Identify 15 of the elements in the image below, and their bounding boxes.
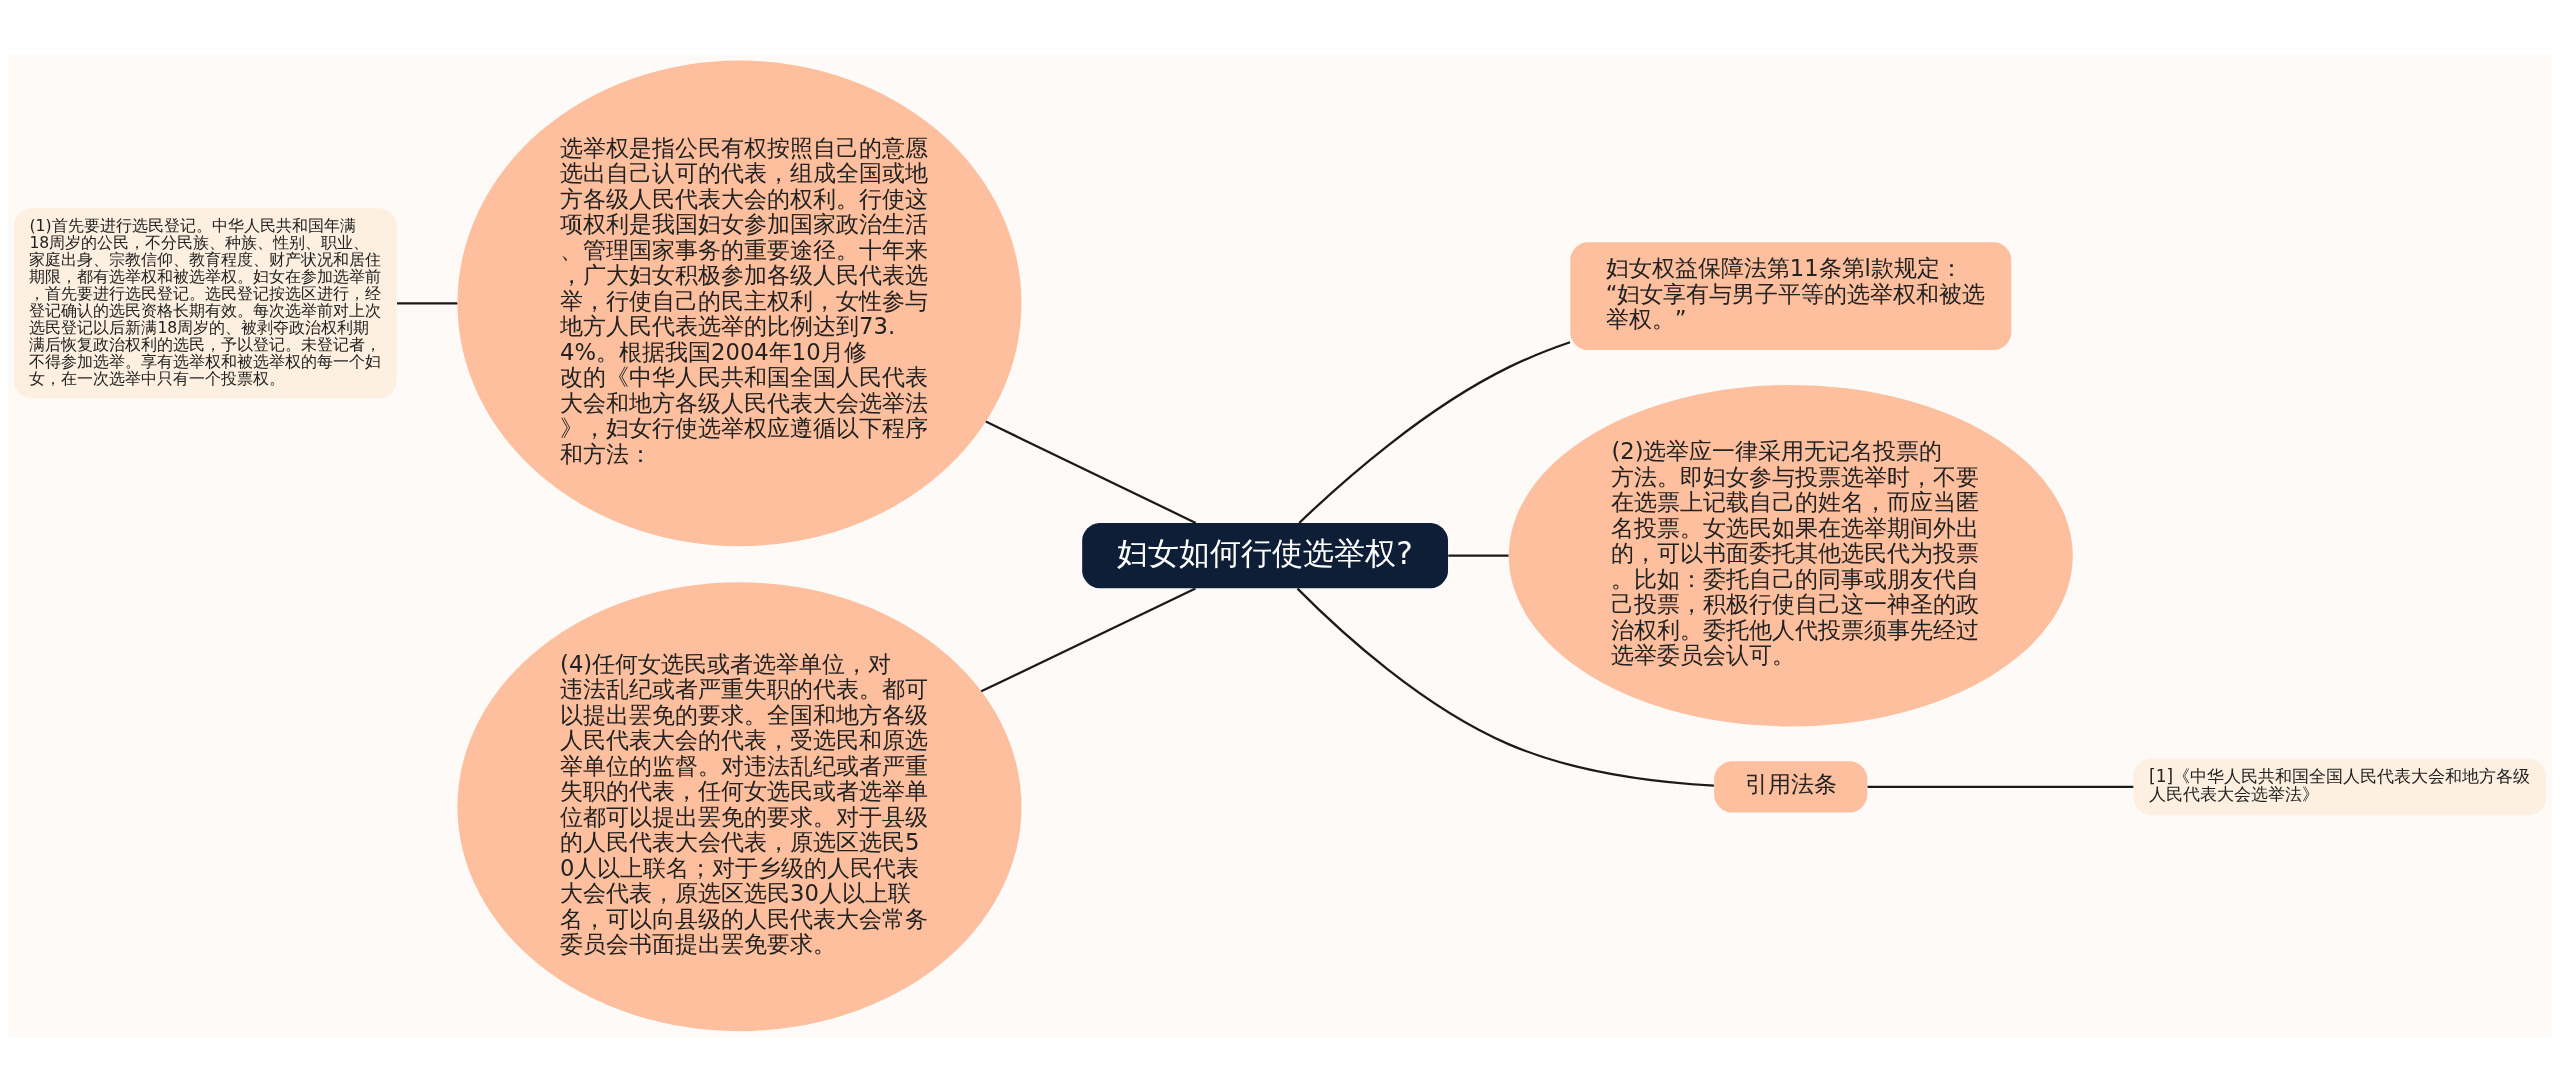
connector bbox=[1296, 587, 1714, 787]
connector bbox=[1867, 785, 2134, 788]
node-box: [1]《中华人民共和国全国人民代表大会和地方各级人民代表大会选举法》 bbox=[2133, 758, 2547, 815]
connector bbox=[980, 586, 1196, 692]
connector bbox=[985, 420, 1197, 524]
node-box: 引用法条 bbox=[1714, 760, 1868, 812]
connector bbox=[1298, 340, 1571, 524]
node-ellipse: (4)任何女选民或者选举单位，对违法乱纪或者严重失职的代表。都可以提出罢免的要求。全国和地方各级人民代表大会的代表，受选民和原选举单位的监督。对违法乱纪或者严重失职的代表，任何女选民或者选举单位都可以提出罢免的要求。对于县级的人民代表大会代表，原选区选民50人以上联名；对于乡级的人民代表大会代表，原选区选民30人以上联名，可以向县级的人民代表大会常务委员会书面提出罢免要求。 bbox=[457, 581, 1022, 1031]
node-ellipse: 选举权是指公民有权按照自己的意愿选出自己认可的代表，组成全国或地方各级人民代表大会的权利。行使这项权利是我国妇女参加国家政治生活、管理国家事务的重要途径。十年来，广大妇女积极参加各级人民代表选举，行使自己的民主权利，女性参与地方人民代表选举的比例达到73.4%。根据我国2004年10月修改的《中华人民共和国全国人民代表大会和地方各级人民代表大会选举法》，妇女行使选举权应遵循以下程序和方法： bbox=[457, 60, 1022, 546]
node-box: (1)首先要进行选民登记。中华人民共和国年满18周岁的公民，不分民族、种族、性别、职业、家庭出身、宗教信仰、教育程度、财产状况和居住期限，都有选举权和被选举权。妇女在参加选举前，首先要进行选民登记。选民登记按选区进行，经登记确认的选民资格长期有效。每次选举前对上次选民登记以后新满18周岁的、被剥夺政治权利期满后恢复政治权利的选民，予以登记。未登记者，不得参加选举。享有选举权和被选举权的每一个妇女，在一次选举中只有一个投票权。 bbox=[13, 207, 397, 398]
node-box: 妇女权益保障法第11条第l款规定：“妇女享有与男子平等的选举权和被选举权。” bbox=[1570, 241, 2012, 350]
node-ellipse: (2)选举应一律采用无记名投票的方法。即妇女参与投票选举时，不要在选票上记载自己的姓名，而应当匿名投票。女选民如果在选举期间外出的，可以书面委托其他选民代为投票。比如：委托自己的同事或朋友代自己投票，积极行使自己这一神圣的政治权利。委托他人代投票须事先经过选举委员会认可。 bbox=[1508, 384, 2073, 726]
connector bbox=[397, 301, 458, 304]
node-box: 妇女如何行使选举权? bbox=[1082, 522, 1449, 588]
connector bbox=[1448, 554, 1509, 557]
